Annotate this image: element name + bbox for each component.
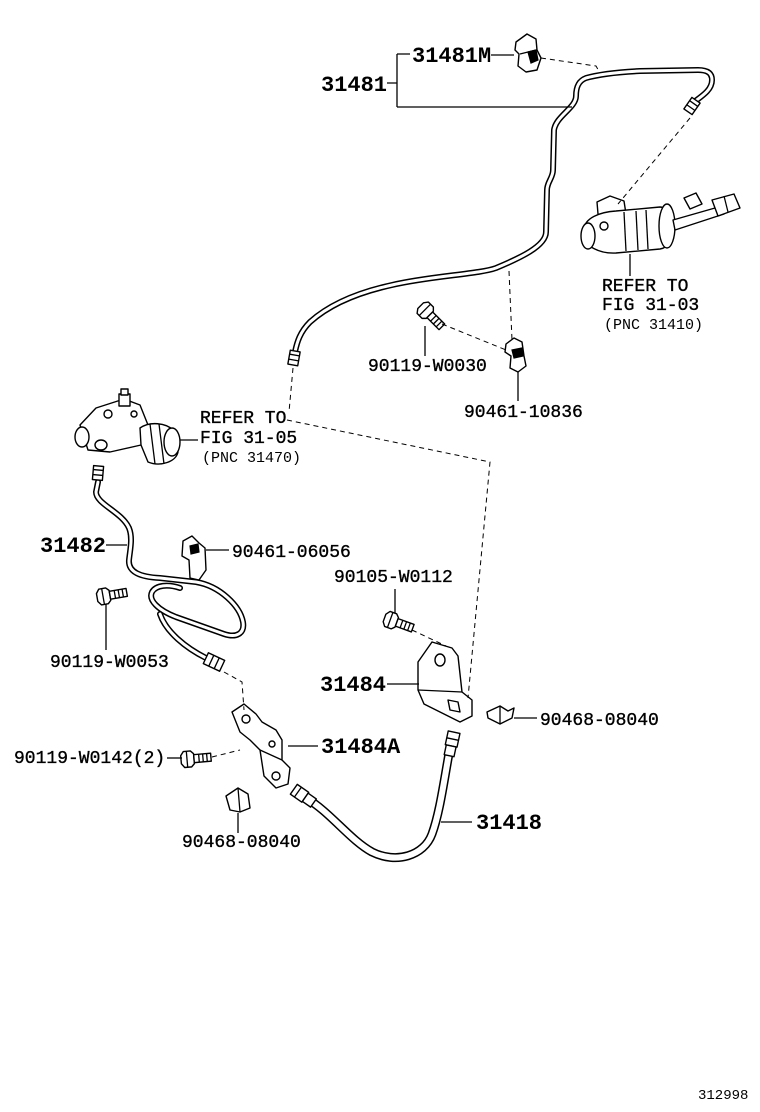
callout-90119-W0053: 90119-W0053	[50, 653, 169, 673]
master-cylinder-rib	[635, 210, 639, 251]
release-cylinder-bleeder-tip	[120, 388, 129, 396]
master-cylinder-stud	[683, 192, 703, 210]
master-cylinder-flange	[658, 203, 676, 249]
callout-31418: 31418	[476, 811, 542, 836]
clutch-master-cylinder	[580, 192, 741, 254]
dashed-tube-to-bracket-31484A	[223, 671, 245, 711]
bolt-90119-W0053	[95, 583, 129, 607]
callout-90105-W0112: 90105-W0112	[334, 568, 453, 588]
release-cylinder-mount-hole	[103, 409, 113, 419]
master-cylinder-port	[599, 221, 609, 231]
dashed-pipe-end-down	[288, 367, 294, 413]
bolt-90119-W0030	[414, 299, 449, 334]
clamp-90461-06056	[181, 535, 207, 581]
bolt-90119-W0142	[179, 748, 213, 769]
hose-fitting-upper	[443, 730, 461, 758]
callout-31481: 31481	[321, 73, 387, 98]
callout-90119-W0142: 90119-W0142(2)	[14, 749, 165, 769]
callout-31482: 31482	[40, 534, 106, 559]
bracket-31484	[417, 641, 473, 723]
pipe-nut-lower	[287, 349, 301, 367]
clutch-tube-31482-outline	[93, 479, 247, 639]
release-cylinder-inlet	[74, 426, 90, 448]
release-cylinder-boot-rib	[149, 423, 156, 465]
dashed-pipe-to-bracket-31484	[286, 419, 491, 699]
callout-90119-W0030: 90119-W0030	[368, 357, 487, 377]
dashed-pipe-to-master-cylinder	[617, 117, 691, 205]
tube-nut-upper	[91, 464, 105, 482]
callout-31484: 31484	[320, 673, 386, 698]
release-cylinder-bleeder	[118, 393, 131, 407]
master-cylinder-rib	[623, 211, 627, 252]
clip-90468-08040-left	[225, 787, 251, 813]
clutch-release-cylinder	[74, 388, 181, 465]
callout-90461-10836: 90461-10836	[464, 403, 583, 423]
dashed-bolt-to-clamp-10836	[441, 323, 507, 351]
callout-90468-08040-right: 90468-08040	[540, 711, 659, 731]
master-cylinder-rib	[645, 209, 649, 250]
tube-nut-lower	[202, 652, 226, 672]
leader-bracket-31481	[387, 53, 572, 108]
flexible-hose-31418-core	[303, 745, 453, 861]
release-cylinder-port	[94, 439, 108, 451]
bracket-31484A	[231, 703, 291, 789]
clutch-tube-31482	[91, 464, 247, 672]
release-cylinder-mount-hole	[130, 410, 138, 418]
clutch-tube-31482-core	[94, 480, 245, 637]
clamp-90461-10836	[504, 337, 527, 373]
clip-90468-08040-right	[486, 705, 515, 725]
clutch-pipe-31481	[287, 67, 715, 367]
figure-number: 312998	[698, 1088, 748, 1104]
master-cylinder-end-cap	[580, 222, 596, 250]
release-cylinder-ref-line1: REFER TO	[200, 409, 286, 429]
release-cylinder-body	[79, 398, 149, 453]
dashed-clamp-to-pipe	[540, 57, 601, 74]
callout-90461-06056: 90461-06056	[232, 543, 351, 563]
callout-90468-08040-left: 90468-08040	[182, 833, 301, 853]
clutch-pipe-31481-core	[293, 68, 714, 354]
callout-31484A: 31484A	[321, 735, 401, 760]
master-cylinder-ref-line2: FIG 31-03	[602, 296, 699, 316]
dashed-bolt-to-bracket-31484A	[211, 749, 241, 758]
pipe-nut-upper	[683, 96, 701, 116]
flexible-hose-31418	[289, 730, 461, 863]
dashed-pipe-to-clamp-10836	[508, 270, 513, 341]
release-cylinder-ref-line2: FIG 31-05	[200, 429, 297, 449]
clutch-tube-31482-exit-core	[158, 612, 208, 660]
release-cylinder-ref-line3: (PNC 31470)	[202, 450, 301, 467]
master-cylinder-ref-line1: REFER TO	[602, 277, 688, 297]
master-cylinder-ref-line3: (PNC 31410)	[604, 317, 703, 334]
callout-31481M: 31481M	[412, 44, 491, 69]
dashed-bolt-to-bracket-31484	[411, 629, 447, 647]
bolt-90105-W0112	[381, 609, 417, 637]
release-cylinder-end	[163, 427, 181, 457]
release-cylinder-boot-rib	[158, 423, 165, 465]
clamp-31481M	[514, 33, 542, 73]
hose-fitting-lower	[289, 783, 318, 808]
master-cylinder-clevis-pin	[723, 195, 729, 213]
